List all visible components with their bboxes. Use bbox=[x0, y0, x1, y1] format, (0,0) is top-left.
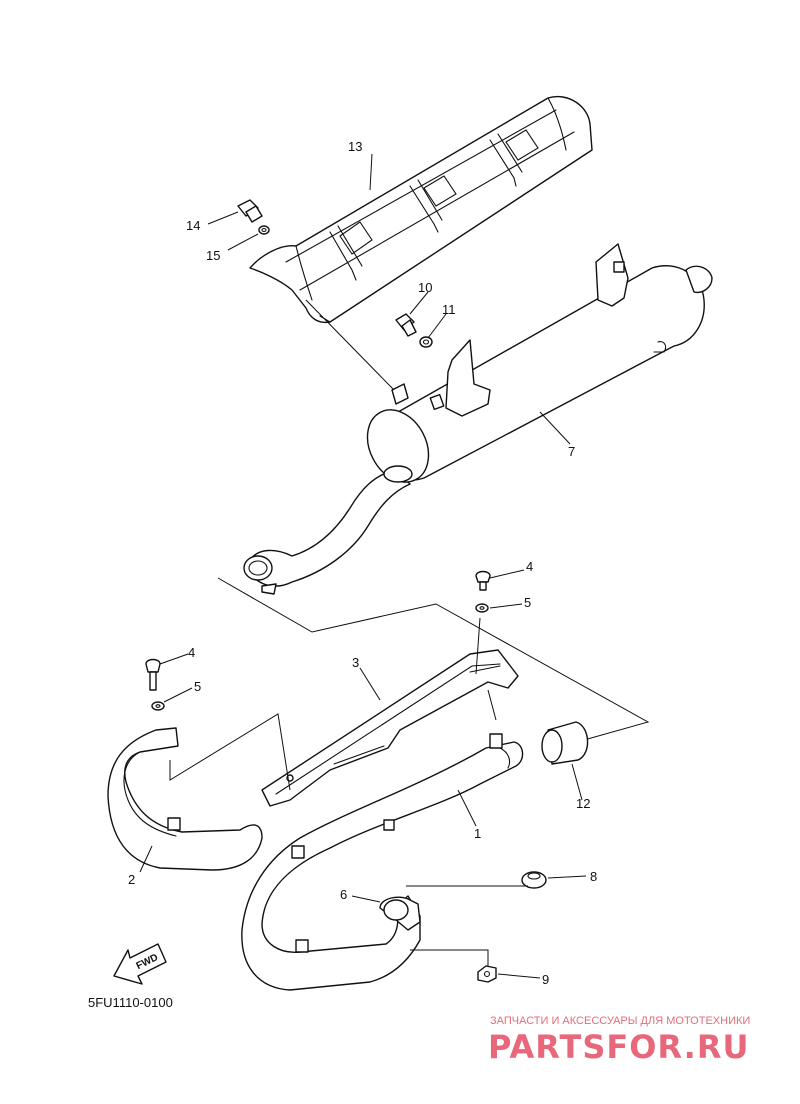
damper-8 bbox=[521, 871, 547, 889]
washer-15 bbox=[258, 225, 270, 235]
watermark-brand: PARTSFOR.RU bbox=[488, 1028, 749, 1066]
bolt-14 bbox=[237, 199, 263, 223]
callout-15: 15 bbox=[206, 248, 220, 263]
bolt-4-right bbox=[475, 570, 491, 591]
exhaust-pipe-1 bbox=[241, 733, 524, 991]
nut-9 bbox=[477, 965, 497, 983]
collar-12 bbox=[541, 721, 589, 765]
muffler-7 bbox=[243, 243, 713, 595]
callout-10: 10 bbox=[418, 280, 432, 295]
guard-2 bbox=[107, 727, 263, 871]
watermark-tagline: ЗАПЧАСТИ И АКСЕССУАРЫ ДЛЯ МОТОТЕХНИКИ bbox=[490, 1015, 750, 1027]
bolt-4-left bbox=[145, 658, 161, 691]
callout-2: 2 bbox=[128, 872, 135, 887]
fwd-arrow-icon: FWD bbox=[113, 943, 167, 985]
washer-11 bbox=[419, 336, 433, 348]
callout-11: 11 bbox=[442, 302, 456, 317]
heat-shield-13 bbox=[249, 95, 593, 324]
washer-5-right bbox=[475, 603, 489, 613]
diagram-code: 5FU1110-0100 bbox=[88, 995, 173, 1010]
callout-14: 14 bbox=[186, 218, 200, 233]
heat-protector-3 bbox=[261, 649, 519, 807]
callout-3: 3 bbox=[352, 655, 359, 670]
callout-9: 9 bbox=[542, 972, 549, 987]
callout-8: 8 bbox=[590, 869, 597, 884]
callout-4-right: 4 bbox=[526, 559, 533, 574]
callout-4-left: 4 bbox=[188, 645, 195, 660]
watermark-logo: ЗАПЧАСТИ И АКСЕССУАРЫ ДЛЯ МОТОТЕХНИКИ PA… bbox=[488, 1015, 750, 1066]
callout-5-right: 5 bbox=[524, 595, 531, 610]
callout-6: 6 bbox=[340, 887, 347, 902]
callout-7: 7 bbox=[568, 444, 575, 459]
washer-5-left bbox=[151, 701, 165, 711]
callout-1: 1 bbox=[474, 826, 481, 841]
callout-5-left: 5 bbox=[194, 679, 201, 694]
callout-13: 13 bbox=[348, 139, 362, 154]
callout-12: 12 bbox=[576, 796, 590, 811]
bolt-10 bbox=[395, 313, 417, 337]
gasket-6 bbox=[379, 896, 421, 931]
